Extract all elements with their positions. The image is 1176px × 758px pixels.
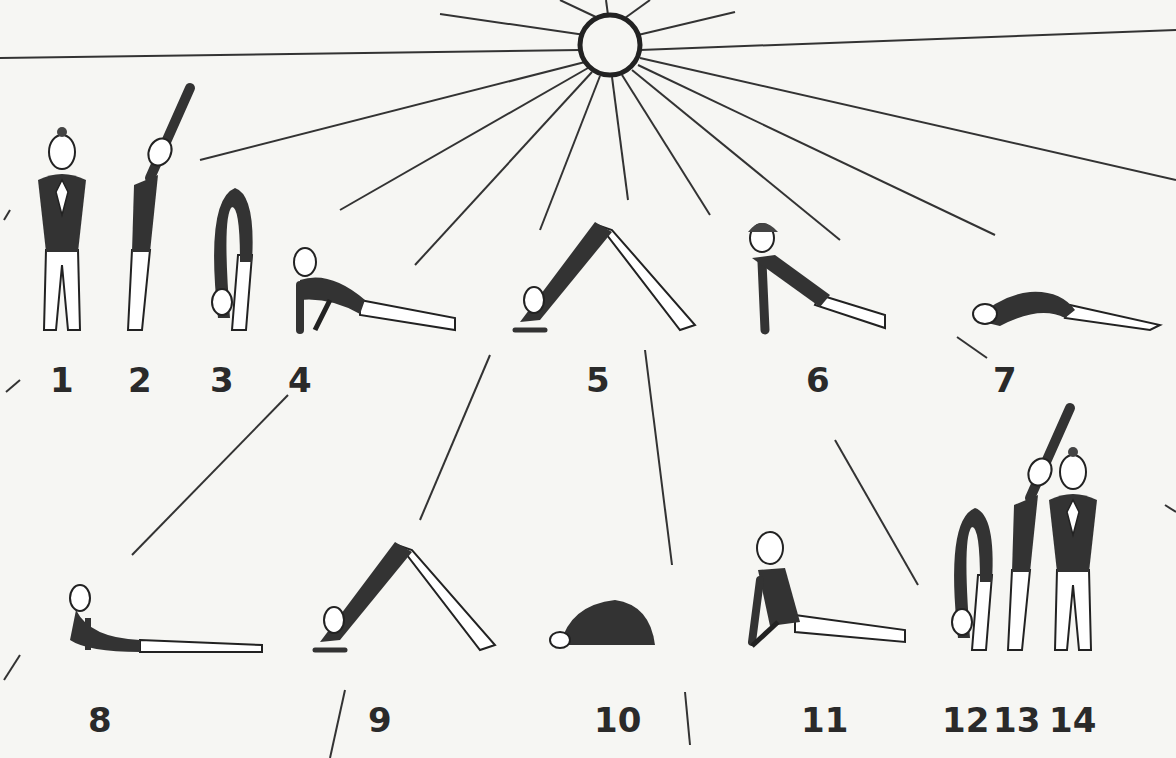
plank-figure — [748, 223, 885, 330]
callout-number: 1 — [50, 363, 74, 397]
cobra-figure — [70, 585, 262, 652]
callout-number: 10 — [594, 703, 641, 737]
sun — [580, 15, 640, 75]
callout-number: 12 — [942, 703, 989, 737]
eight-point-figure — [973, 292, 1160, 330]
callout-number: 5 — [586, 363, 610, 397]
lunge-figure — [752, 532, 905, 646]
callout-number: 7 — [993, 363, 1017, 397]
lunge-figure — [294, 248, 455, 330]
callout-number: 8 — [88, 703, 112, 737]
callout-number: 11 — [801, 703, 848, 737]
callout-number: 2 — [128, 363, 152, 397]
callout-number: 6 — [806, 363, 830, 397]
callout-number: 13 — [993, 703, 1040, 737]
callout-number: 14 — [1049, 703, 1096, 737]
callout-number: 4 — [288, 363, 312, 397]
callout-number: 9 — [368, 703, 392, 737]
child-pose-figure — [550, 600, 655, 648]
callout-number: 3 — [210, 363, 234, 397]
